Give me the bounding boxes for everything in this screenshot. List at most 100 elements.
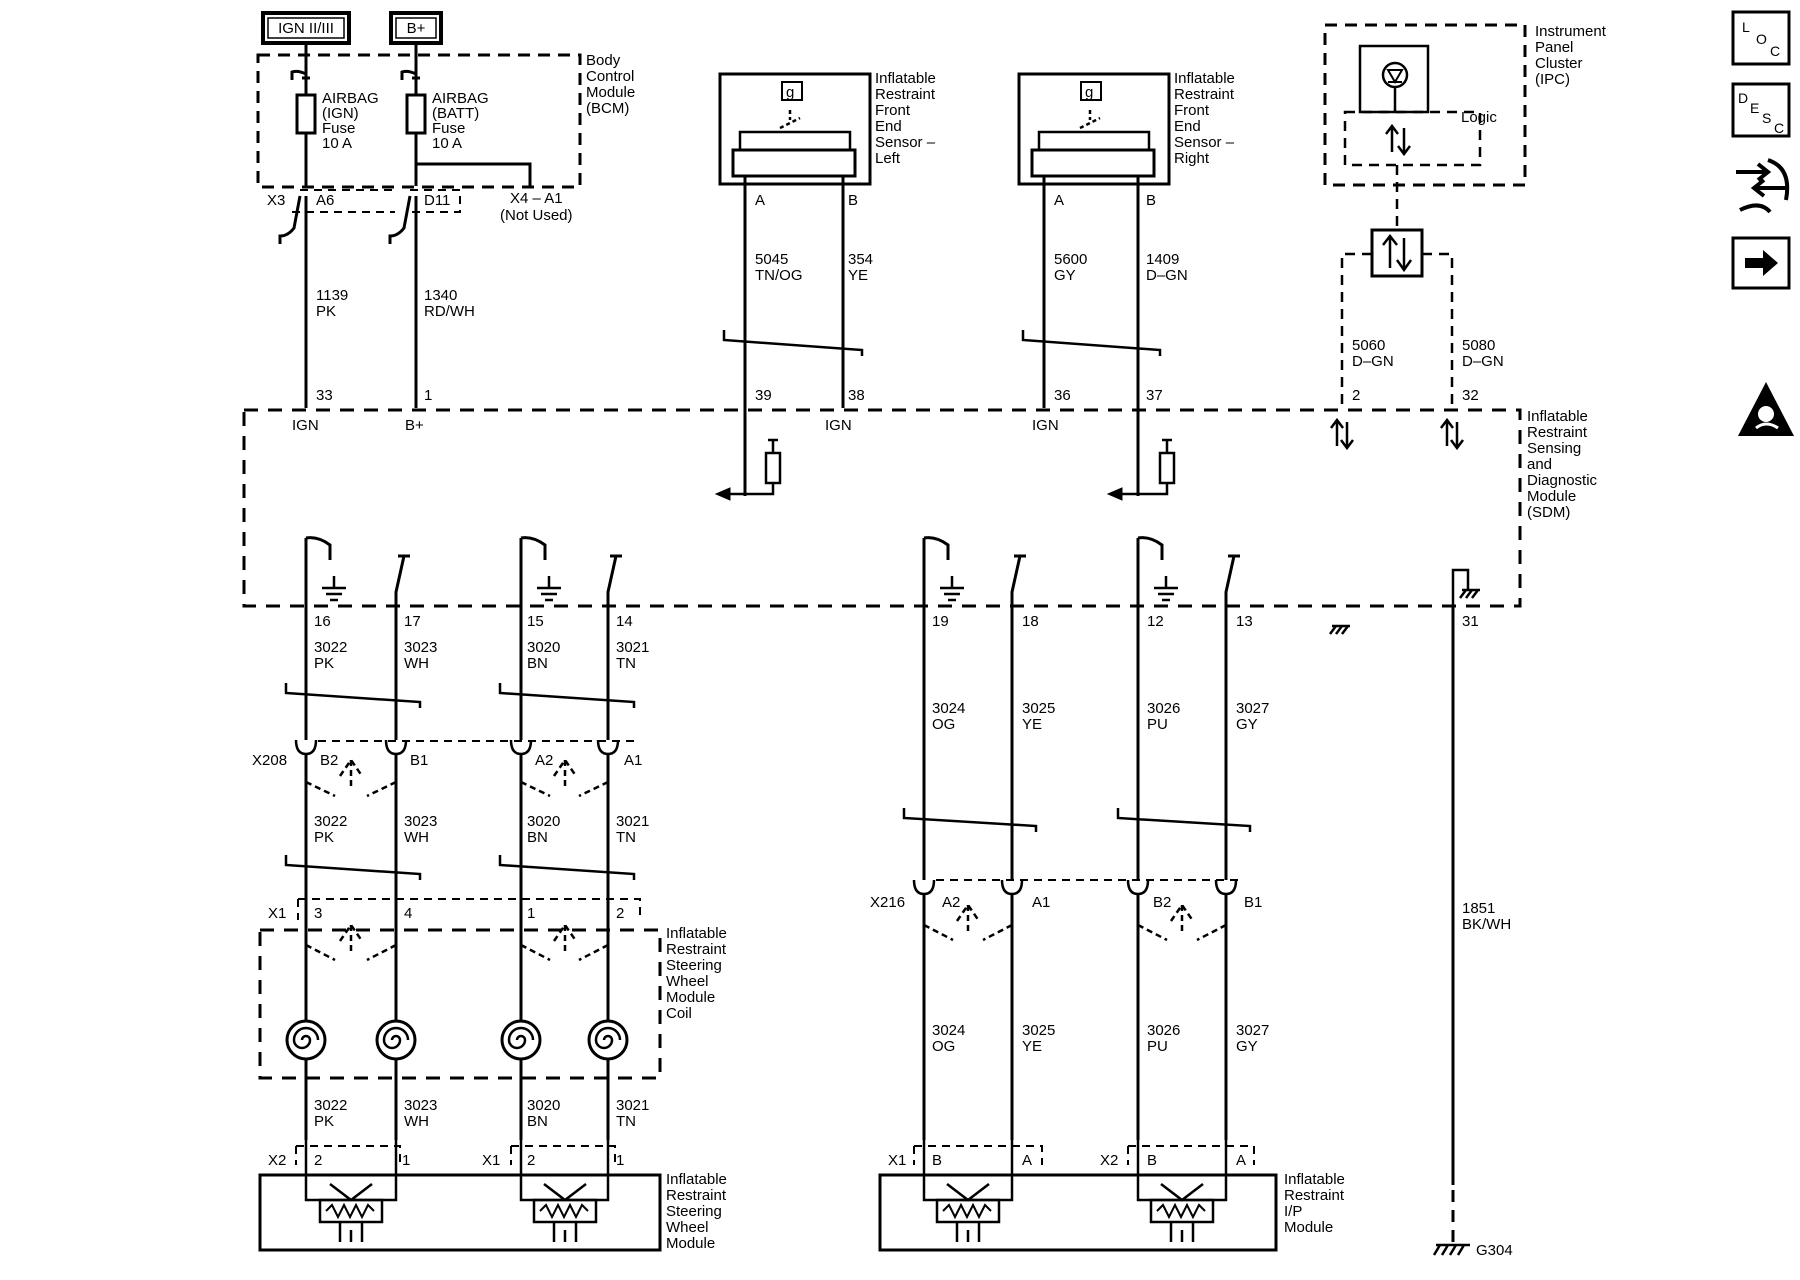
sdm-batt-label: B+ [405,417,424,434]
wire-3020-num-a: 3020 [527,639,560,656]
wire-3022-color-a: PK [314,655,334,672]
description-icon[interactable]: D E S C [1731,82,1791,138]
wire-3025-color-a: YE [1022,716,1042,733]
wire-3026-color-a: PU [1147,716,1168,733]
wire-3026-num-a: 3026 [1147,700,1180,717]
sensor-left-label-2: Restraint [875,86,936,103]
sdm-pin-1: 1 [424,387,432,404]
bcm-label-3: Module [586,84,635,101]
coil-pin-2: 2 [616,905,624,922]
wire-5060-color: D–GN [1352,353,1394,370]
wire-5080-color: D–GN [1462,353,1504,370]
wire-1139-num: 1139 [316,287,348,304]
sdm-pin-13: 13 [1236,613,1253,630]
ip-module-label-2: Restraint [1284,1187,1345,1204]
ipc-label-1: Instrument [1535,23,1607,40]
x216-pin-a1: A1 [1032,894,1050,911]
sdm-pin-36: 36 [1054,387,1071,404]
x208-label: X208 [252,752,287,769]
sensor-right-label-2: Restraint [1174,86,1235,103]
wire-3022-num-c: 3022 [314,1097,347,1114]
fuse-batt-4: 10 A [432,135,462,152]
sdm-label-3: Sensing [1527,440,1581,457]
wire-3020-color-b: BN [527,829,548,846]
sdm-label-5: Diagnostic [1527,472,1598,489]
sensor-left-label-5: Sensor – [875,134,936,151]
wire-3023-color-c: WH [404,1113,429,1130]
wire-354-color: YE [848,267,868,284]
sensor-left-label-1: Inflatable [875,70,936,87]
wire-354-num: 354 [848,251,873,268]
wire-1851-color: BK/WH [1462,916,1511,933]
wire-5060-num: 5060 [1352,337,1385,354]
fuse-batt-2: (BATT) [432,105,479,122]
sw-module-label-2: Restraint [666,1187,727,1204]
x216-pin-b2: B2 [1153,894,1171,911]
coil-label-6: Coil [666,1005,692,1022]
fuse-ign-4: 10 A [322,135,352,152]
sdm-ign-label-1: IGN [292,417,319,434]
wire-3020-num-b: 3020 [527,813,560,830]
coil-label-2: Restraint [666,941,727,958]
sdm-pin-19: 19 [932,613,949,630]
x3-label: X3 [267,192,285,209]
coil-label-1: Inflatable [666,925,727,942]
wire-1340-color: RD/WH [424,303,475,320]
ip-module-label-1: Inflatable [1284,1171,1345,1188]
x208-pin-a1: A1 [624,752,642,769]
sensor-right-pin-b: B [1146,192,1156,209]
warning-airbag-icon[interactable] [1738,382,1794,436]
ip-module-x2-label: X2 [1100,1152,1118,1169]
ipc-logic-label: Logic [1461,109,1497,126]
wire-3022-num-a: 3022 [314,639,347,656]
d11-label: D11 [424,192,450,209]
wire-1139-color: PK [316,303,336,320]
location-icon[interactable]: L O C [1731,10,1791,66]
connector-tool-icon[interactable] [1736,158,1790,214]
bcm-label-4: (BCM) [586,100,629,117]
ip-module-pin-a2: A [1236,1152,1246,1169]
wire-3021-num-b: 3021 [616,813,649,830]
coil-pin-3: 3 [314,905,322,922]
x216-pin-a2: A2 [942,894,960,911]
location-icon-letter-c: C [1770,43,1780,59]
ign-source-label: IGN II/III [278,20,334,37]
next-arrow-icon[interactable] [1731,236,1791,290]
sdm-pin-31: 31 [1462,613,1479,630]
sw-module-pin-2b: 2 [527,1152,535,1169]
wire-3023-num-c: 3023 [404,1097,437,1114]
wire-5080-num: 5080 [1462,337,1495,354]
sdm-pin-37: 37 [1146,387,1163,404]
fuse-batt-3: Fuse [432,120,465,137]
coil-pin-1: 1 [527,905,535,922]
ipc-label-3: Cluster [1535,55,1583,72]
sdm-label-2: Restraint [1527,424,1588,441]
sdm-pin-33: 33 [316,387,333,404]
sw-module-label-4: Wheel [666,1219,709,1236]
coil-label-3: Steering [666,957,722,974]
ip-module-pin-b1: B [932,1152,942,1169]
sensor-right-label-3: Front [1174,102,1210,119]
ip-module-label-3: I/P [1284,1203,1302,1220]
batt-source-label: B+ [407,20,426,37]
fuse-ign-2: (IGN) [322,105,359,122]
wire-3024-color-b: OG [932,1038,955,1055]
sdm-pin-2: 2 [1352,387,1360,404]
ipc-label-2: Panel [1535,39,1573,56]
wire-3022-color-b: PK [314,829,334,846]
sdm-label-4: and [1527,456,1552,473]
wire-5045-num: 5045 [755,251,788,268]
sw-module-label-5: Module [666,1235,715,1252]
sdm-pin-16: 16 [314,613,331,630]
wire-3024-color-a: OG [932,716,955,733]
sensor-right-pin-a: A [1054,192,1064,209]
wire-3020-color-a: BN [527,655,548,672]
sw-module-pin-1b: 1 [616,1152,624,1169]
sw-module-pin-2a: 2 [314,1152,322,1169]
not-used-label: (Not Used) [500,207,573,224]
wire-3020-color-c: BN [527,1113,548,1130]
wire-3025-num-b: 3025 [1022,1022,1055,1039]
wire-3021-color-a: TN [616,655,636,672]
wire-3027-color-a: GY [1236,716,1258,733]
